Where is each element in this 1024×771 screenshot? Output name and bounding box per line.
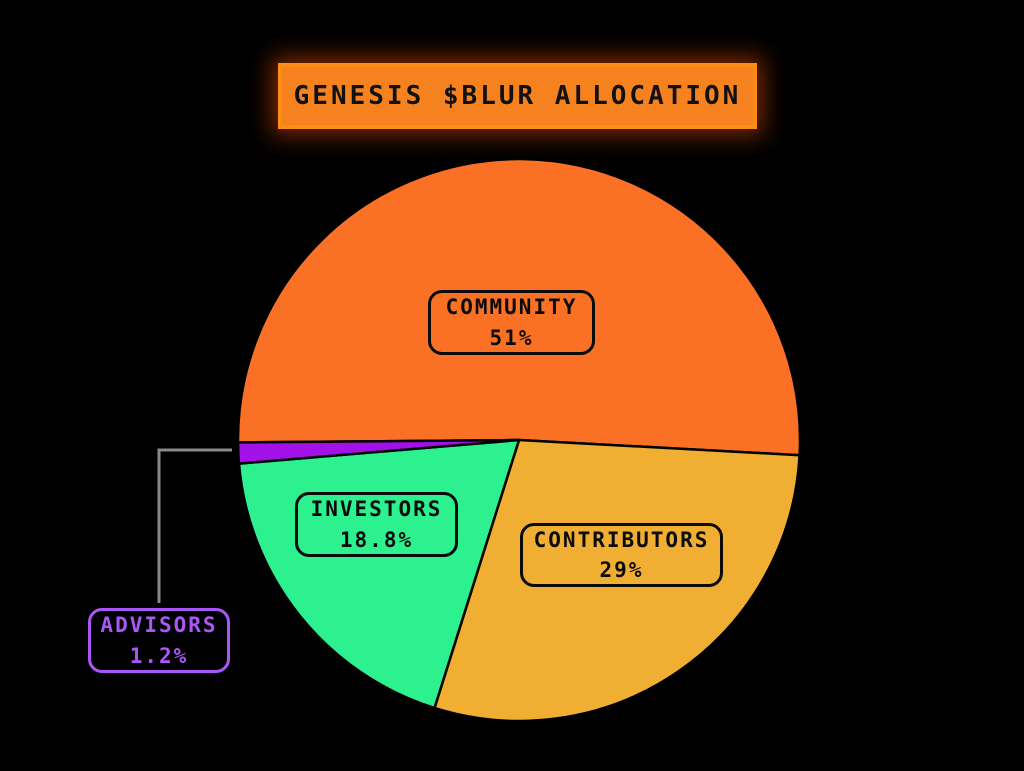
chart-title-banner: GENESIS $BLUR ALLOCATION <box>278 63 757 129</box>
slice-label-contributors-value: 29% <box>599 558 644 582</box>
slice-label-community-value: 51% <box>489 325 534 350</box>
slice-label-contributors-name: CONTRIBUTORS <box>533 527 710 552</box>
slice-label-contributors: CONTRIBUTORS 29% <box>520 523 723 587</box>
pie-slice-advisors <box>236 438 521 465</box>
pie-slice-contributors <box>433 438 801 723</box>
slice-label-advisors-name: ADVISORS <box>100 613 218 638</box>
slice-label-advisors: ADVISORS 1.2% <box>88 608 230 673</box>
slice-label-advisors-value: 1.2% <box>129 643 189 668</box>
slice-label-investors: INVESTORS 18.8% <box>295 492 458 557</box>
pie-slice-community <box>236 157 802 457</box>
slice-label-community: COMMUNITY 51% <box>428 290 595 355</box>
pie-slice-investors <box>237 438 521 710</box>
chart-title: GENESIS $BLUR ALLOCATION <box>293 81 742 111</box>
slice-label-investors-value: 18.8% <box>339 527 414 552</box>
slice-label-community-name: COMMUNITY <box>445 295 578 320</box>
slice-label-investors-name: INVESTORS <box>310 497 443 522</box>
